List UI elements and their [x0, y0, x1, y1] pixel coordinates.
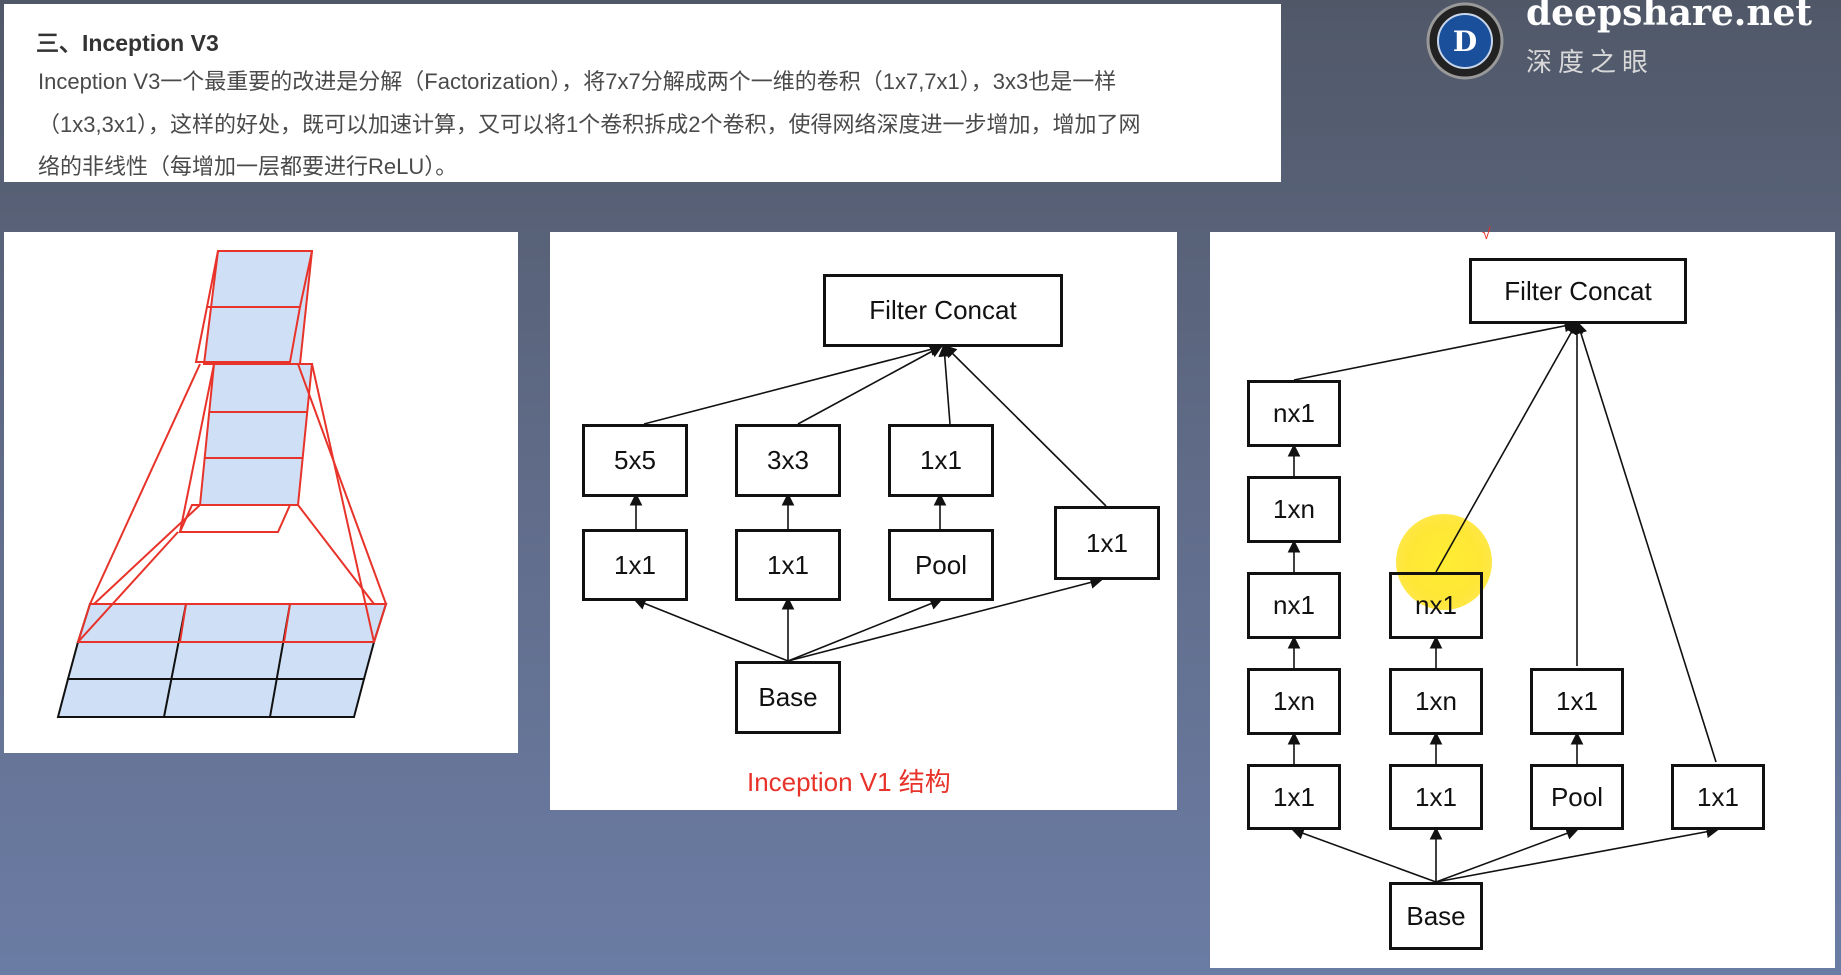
v3-branch-b-1x1-node: 1x1 — [1389, 764, 1483, 830]
v1-base-node: Base — [735, 661, 841, 734]
logo-letter: D — [1453, 25, 1477, 58]
v3-branch-a-nx1-node: nx1 — [1247, 572, 1341, 639]
inception-v1-diagram: Filter Concat 5x5 3x3 1x1 1x1 1x1 Pool 1… — [550, 232, 1177, 810]
inception-v3-diagram: √ Filter Concat nx1 1xn nx1 1xn — [1210, 226, 1835, 968]
v3-filter-concat-node: Filter Concat — [1469, 258, 1687, 324]
grid-mid-row — [66, 641, 376, 680]
v1-conv1x1-a-node: 1x1 — [582, 529, 688, 601]
body-text-line: Inception V3一个最重要的改进是分解（Factorization），将… — [38, 69, 1117, 94]
v3-branch-b-nx1-node: nx1 — [1389, 572, 1483, 639]
v3-branch-a-1x1-node: 1x1 — [1247, 764, 1341, 830]
body-text-line: （1x3,3x1），这样的好处，既可以加速计算，又可以将1个卷积拆成2个卷积，使… — [38, 112, 1141, 137]
brand-logo: D deepshare.net 深度之眼 — [1420, 0, 1840, 80]
v3-branch-b-1xn-node: 1xn — [1389, 668, 1483, 735]
v3-branch-d-1x1-node: 1x1 — [1671, 764, 1765, 830]
v3-branch-a-nx1-top-node: nx1 — [1247, 380, 1341, 447]
v1-conv1x1-top-node: 1x1 — [888, 424, 994, 497]
intro-text-panel: 三、Inception V3 Inception V3一个最重要的改进是分解（F… — [4, 4, 1281, 182]
v1-edges — [629, 343, 1107, 662]
factorization-illustration — [4, 232, 518, 753]
v3-branch-a-1xn-lower-node: 1xn — [1247, 668, 1341, 735]
cursor-highlight — [1396, 514, 1492, 610]
v3-edges — [1287, 319, 1720, 883]
v3-base-node: Base — [1389, 882, 1483, 950]
v1-conv1x1-right-node: 1x1 — [1054, 506, 1160, 580]
v1-pool-node: Pool — [888, 529, 994, 601]
v3-branch-a-1xn-node: 1xn — [1247, 476, 1341, 543]
v1-conv3x3-node: 3x3 — [735, 424, 841, 497]
conv-stack-drawing — [56, 250, 388, 718]
v3-branch-c-1x1-node: 1x1 — [1530, 668, 1624, 735]
v3-branch-c-pool-node: Pool — [1530, 764, 1624, 830]
logo-subtitle: 深度之眼 — [1526, 47, 1655, 77]
logo-name: deepshare.net — [1526, 0, 1813, 34]
v1-caption: Inception V1 结构 — [747, 767, 951, 797]
v1-conv5x5-node: 5x5 — [582, 424, 688, 497]
red-check-mark: √ — [1482, 226, 1491, 243]
middle-column — [198, 363, 314, 506]
grid-top-row — [76, 603, 388, 643]
v1-filter-concat-node: Filter Concat — [823, 274, 1063, 347]
v1-conv1x1-b-node: 1x1 — [735, 529, 841, 601]
section-title: 三、Inception V3 — [36, 30, 219, 56]
deepshare-logo-icon: D — [1426, 2, 1504, 80]
grid-bottom-row — [56, 678, 366, 718]
body-text-line: 络的非线性（每增加一层都要进行ReLU）。 — [38, 154, 458, 179]
